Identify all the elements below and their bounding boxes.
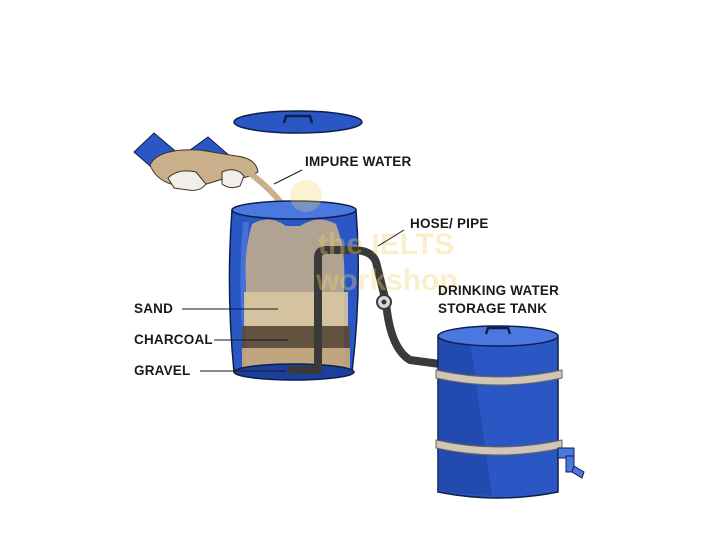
storage-tank (435, 325, 585, 499)
sand-label: SAND (134, 301, 173, 316)
impure-water-label: IMPURE WATER (305, 154, 411, 169)
hose-pipe-label: HOSE/ PIPE (410, 216, 489, 231)
barrel-lid (233, 110, 363, 134)
label-charcoal: CHARCOAL (134, 332, 288, 347)
tank-label-line2: STORAGE TANK (438, 301, 547, 316)
label-impure-water: IMPURE WATER (273, 154, 411, 185)
watermark: the IELTS workshop (290, 180, 458, 297)
watermark-line1: the IELTS (318, 228, 454, 261)
tank-label-line1: DRINKING WATER (438, 283, 559, 298)
charcoal-label: CHARCOAL (134, 332, 213, 347)
tap-icon (557, 447, 585, 479)
label-storage-tank: DRINKING WATER STORAGE TANK (438, 283, 559, 316)
charcoal-layer (242, 326, 350, 348)
label-sand: SAND (134, 301, 278, 316)
gravel-label: GRAVEL (134, 363, 190, 378)
watermark-line2: workshop (315, 264, 458, 297)
hose-pipe (288, 246, 444, 374)
label-gravel: GRAVEL (134, 363, 286, 378)
label-hose-pipe: HOSE/ PIPE (377, 216, 489, 247)
